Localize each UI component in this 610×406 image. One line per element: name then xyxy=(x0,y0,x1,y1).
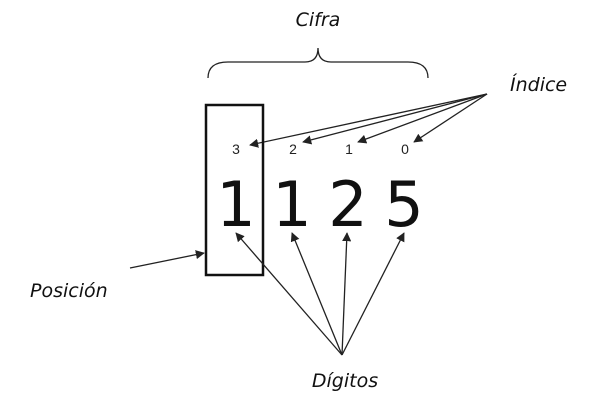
indice-arrow-2 xyxy=(302,93,488,145)
digit-1: 1 xyxy=(216,168,255,241)
posicion-label: Posición xyxy=(30,280,108,302)
indice-arrow-1 xyxy=(357,93,488,144)
cifra-label: Cifra xyxy=(296,9,341,31)
digitos-arrow-3 xyxy=(341,232,352,356)
digit-2: 1 xyxy=(272,168,311,241)
digitos-label: Dígitos xyxy=(312,370,378,392)
index-0: 0 xyxy=(401,141,409,157)
posicion-arrow xyxy=(129,250,205,269)
digit-3: 2 xyxy=(328,168,367,241)
position-box xyxy=(204,103,265,277)
digit-4: 5 xyxy=(384,168,423,241)
digitos-arrow-4 xyxy=(341,232,405,356)
indice-arrow-0 xyxy=(413,93,488,143)
digitos-arrow-1 xyxy=(235,232,343,356)
index-1: 1 xyxy=(345,141,353,157)
indice-label: Índice xyxy=(510,73,567,96)
index-3: 3 xyxy=(232,141,240,157)
cifra-brace xyxy=(207,47,429,79)
digitos-arrow-2 xyxy=(290,232,343,356)
index-2: 2 xyxy=(289,141,297,157)
indice-arrow-3 xyxy=(249,93,488,148)
